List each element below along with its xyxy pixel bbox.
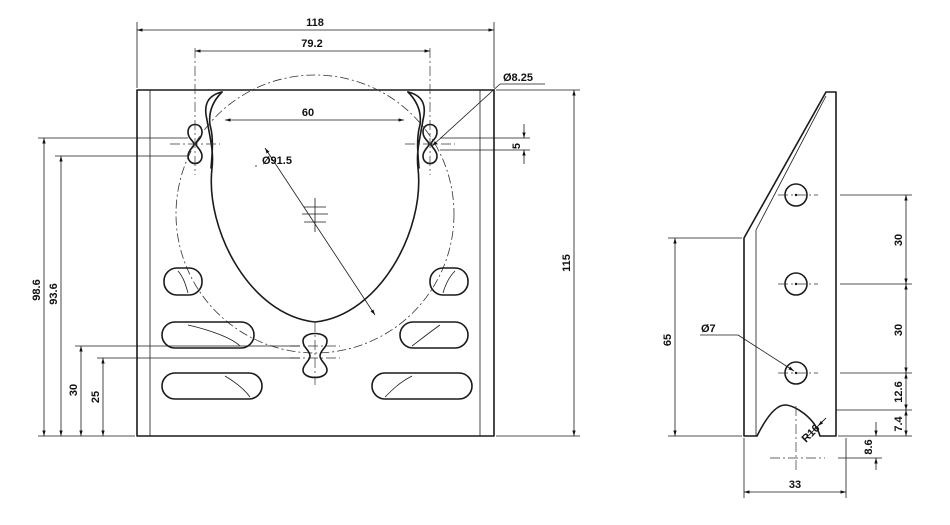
dim-7-4-text: 7.4 <box>893 415 905 431</box>
dim-79-2: 79.2 <box>195 38 430 53</box>
slots-left <box>161 267 263 400</box>
dim-30-side-lower-text: 30 <box>893 324 905 336</box>
dim-93-6: 93.6 <box>48 155 188 436</box>
dim-60-text: 60 <box>302 107 314 119</box>
phantom-circle <box>175 74 455 354</box>
dim-12-6: 12.6 <box>836 373 912 411</box>
dim-30-front: 30 <box>68 345 300 436</box>
dim-30-side-upper: 30 <box>840 194 912 285</box>
plate-outline <box>136 89 495 437</box>
dim-30-side-lower: 30 <box>840 284 912 374</box>
dim-65: 65 <box>662 237 742 437</box>
dim-7-4: 7.4 <box>838 410 912 437</box>
dim-8-6-text: 8.6 <box>863 439 875 454</box>
dim-r16: R16 <box>800 417 827 445</box>
dim-115-text: 115 <box>561 254 573 272</box>
dim-dia-91-5-text: Ø91.5 <box>262 155 292 167</box>
dim-dia-8-25: Ø8.25 <box>431 72 545 147</box>
side-outline <box>743 91 837 437</box>
dim-118: 118 <box>136 17 495 88</box>
mounting-hole-right <box>405 48 455 175</box>
dim-33-text: 33 <box>789 479 801 491</box>
dim-dia-7: Ø7 <box>700 323 795 372</box>
dim-115: 115 <box>496 89 580 437</box>
side-hole-top <box>778 183 818 207</box>
dim-33: 33 <box>743 438 847 498</box>
dim-30-side-upper-text: 30 <box>893 234 905 246</box>
mounting-hole-left <box>170 48 220 175</box>
dim-12-6-text: 12.6 <box>893 381 905 402</box>
dim-93-6-text: 93.6 <box>48 283 60 304</box>
side-hole-middle <box>778 272 818 296</box>
dim-25: 25 <box>90 357 300 436</box>
dim-5-text: 5 <box>511 143 523 149</box>
dim-60: 60 <box>225 107 404 122</box>
dim-65-text: 65 <box>662 334 674 346</box>
dim-30-front-text: 30 <box>68 384 80 396</box>
dim-5: 5 <box>440 124 530 164</box>
dim-79-2-text: 79.2 <box>301 38 322 50</box>
side-hole-bottom <box>778 361 818 385</box>
dim-98-6: 98.6 <box>31 137 188 437</box>
dim-118-text: 118 <box>306 17 324 29</box>
slots-right <box>371 267 473 400</box>
dim-dia-91-5: Ø91.5 <box>255 147 376 316</box>
dim-8-6: 8.6 <box>838 422 882 470</box>
mounting-hole-bottom <box>290 322 340 385</box>
dim-r16-text: R16 <box>800 422 823 445</box>
front-view: 118 79.2 60 Ø91.5 Ø8.25 5 <box>31 17 580 437</box>
dim-dia-7-text: Ø7 <box>701 323 716 335</box>
dim-98-6-text: 98.6 <box>31 279 43 300</box>
dim-dia-8-25-text: Ø8.25 <box>503 72 533 84</box>
dim-25-text: 25 <box>90 391 102 403</box>
side-view: 65 Ø7 30 30 12.6 7 <box>662 91 912 498</box>
